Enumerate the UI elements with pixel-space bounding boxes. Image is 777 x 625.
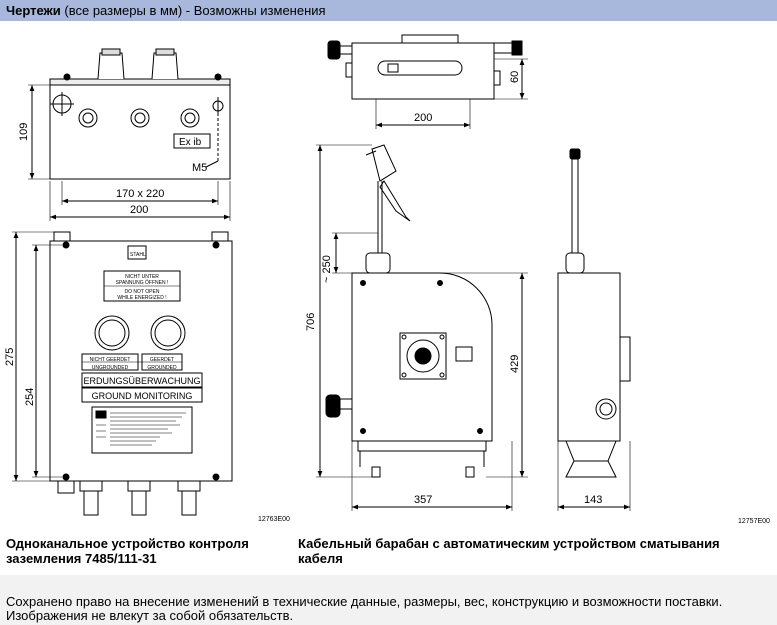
dim-200-left: 200 bbox=[130, 204, 148, 216]
disclaimer-line1: Сохранено право на внесение изменений в … bbox=[6, 594, 723, 609]
label-grounded-de: GEERDET bbox=[150, 357, 174, 363]
warn-line2: SPANNUNG ÖFFNEN ! bbox=[116, 279, 169, 286]
stahl-logo: STAHL bbox=[130, 252, 146, 258]
dim-109: 109 bbox=[18, 123, 30, 141]
dim-200-right: 200 bbox=[414, 112, 432, 124]
dim-m5: M5 bbox=[192, 162, 207, 174]
device-front-view: STAHL NICHT UNTER SPANNUNG ÖFFNEN ! DO N… bbox=[4, 231, 290, 523]
dim-429: 429 bbox=[509, 355, 521, 373]
dim-275: 275 bbox=[4, 348, 16, 366]
dim-706: 706 bbox=[305, 313, 317, 331]
technical-drawings: Ex ib M5 109 170 x 220 200 bbox=[4, 34, 770, 525]
page-header: Чертежи (все размеры в мм) - Возможны из… bbox=[0, 0, 777, 21]
caption-left: Одноканальное устройство контроля заземл… bbox=[6, 536, 249, 566]
dim-170x220: 170 x 220 bbox=[116, 188, 164, 200]
device-side-view: Ex ib M5 109 170 x 220 200 bbox=[18, 48, 231, 221]
warn-line3: DO NOT OPEN bbox=[125, 289, 160, 295]
disclaimer: Сохранено право на внесение изменений в … bbox=[6, 595, 766, 623]
label-ungrounded: UNGROUNDED bbox=[92, 365, 129, 371]
caption-right: Кабельный барабан с автоматическим устро… bbox=[298, 536, 720, 566]
drum-side-view: 143 12757E00 bbox=[557, 148, 770, 525]
disclaimer-line2: Изображения не влекут за собой обязатель… bbox=[6, 608, 294, 623]
plate-erdung: ERDUNGSÜBERWACHUNG bbox=[83, 376, 200, 386]
dim-60: 60 bbox=[509, 71, 521, 83]
header-title-bold: Чертежи bbox=[6, 3, 61, 18]
dim-357: 357 bbox=[414, 494, 432, 506]
plate-ground-monitoring: GROUND MONITORING bbox=[92, 391, 193, 401]
drawing-code-right: 12757E00 bbox=[738, 518, 770, 525]
dim-254: 254 bbox=[24, 388, 36, 406]
disclaimer-band bbox=[0, 575, 777, 625]
label-not-grounded-de: NICHT GEERDET bbox=[90, 357, 131, 363]
ex-ib-label: Ex ib bbox=[179, 137, 202, 148]
warn-line1: NICHT UNTER bbox=[125, 274, 159, 280]
header-title-rest: (все размеры в мм) - Возможны изменения bbox=[60, 3, 326, 18]
drawing-code-left: 12763E00 bbox=[258, 516, 290, 523]
warn-line4: WHILE ENERGIZED ! bbox=[117, 295, 166, 301]
drum-top-view: 60 200 bbox=[327, 34, 528, 129]
label-grounded: GROUNDED bbox=[147, 365, 177, 371]
dim-approx-250: ~ 250 bbox=[321, 255, 333, 283]
dim-143: 143 bbox=[584, 494, 602, 506]
drum-front-view: ~ 250 706 429 357 bbox=[305, 144, 528, 511]
